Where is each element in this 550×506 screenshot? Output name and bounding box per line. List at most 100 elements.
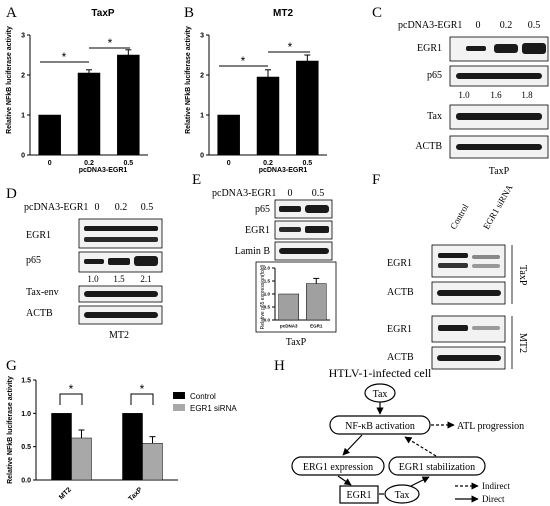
dose-label-c-1: 0 [476, 20, 481, 31]
band-c-egr1-1 [466, 46, 486, 51]
band-label-e-egr1: EGR1 [245, 225, 270, 236]
band-f-egr1-b-2 [472, 326, 500, 330]
y-tick-label-2: 1.0 [264, 292, 271, 297]
band-c-actb [456, 144, 542, 150]
x-tick-label-1: EGR1 [310, 324, 323, 329]
node-egr1-box [339, 485, 379, 504]
sig-star-b-2: * [288, 40, 293, 54]
y-tick-label-0: 0 [21, 152, 25, 159]
x-tick-label-1: 0.2 [263, 160, 273, 167]
panel-g: G Relative NFkB luciferase activity 0.00… [6, 358, 237, 503]
legend-direct-label: Direct [482, 494, 505, 504]
bar-0-1 [71, 437, 92, 481]
blot-box-f-egr1-a [431, 244, 506, 278]
panel-c: C pcDNA3-EGR1 0 0.2 0.5 EGR1 p65 1.0 1.6… [372, 5, 549, 177]
y-tick-label-3: 3 [200, 32, 204, 39]
y-tick-label-2: 2 [200, 72, 204, 79]
bar-1-0 [256, 76, 280, 156]
node-egr1-stab [388, 456, 486, 476]
y-tick-label-0: 0 [200, 152, 204, 159]
y-tick-label-2: 1.0 [21, 411, 31, 418]
y-tick-label-3: 1.5 [21, 377, 31, 384]
panel-label-a: A [6, 5, 17, 21]
band-label-d-egr1: EGR1 [26, 230, 51, 241]
arrow-nfkb-to-erg1 [342, 434, 363, 456]
band-c-egr1-2 [494, 44, 518, 53]
band-label-d-p65: p65 [26, 255, 41, 266]
band-e-laminb [279, 248, 329, 254]
sig-star-g-1: * [69, 382, 74, 396]
panel-b: B MT2 Relative NFkB luciferase activity … [184, 5, 327, 174]
node-erg1-expr-label: ERG1 expression [303, 462, 373, 473]
band-e-egr1-2 [305, 226, 329, 233]
bar-1-1 [142, 443, 163, 481]
y-tick-label-0: 0.0 [21, 477, 31, 484]
band-label-c-p65: p65 [427, 70, 442, 81]
arrow-tax-to-stab [410, 476, 430, 487]
x-tick-label-1: 0.2 [84, 160, 94, 167]
y-axis-label-e: Relative p65 expression(fold) [260, 264, 266, 329]
bar-1-0 [77, 72, 101, 156]
band-d-egr1-upper [84, 226, 158, 231]
quant-c-2: 1.6 [490, 90, 502, 100]
sig-bracket-g-2 [130, 393, 154, 405]
node-tax-bottom [384, 484, 420, 504]
cell-label-d: MT2 [109, 330, 129, 341]
bar-0-0 [51, 413, 72, 481]
legend-label-control: Control [190, 392, 216, 401]
x-tick-label-0: MT2 [58, 486, 73, 501]
legend-swatch-control [173, 392, 185, 399]
band-f-egr1-a-3 [472, 255, 500, 259]
dose-label-d-1: 0 [95, 202, 100, 213]
panel-e: E pcDNA3-EGR1 0 0.5 p65 EGR1 Lamin B Rel… [192, 172, 337, 348]
band-e-egr1-1 [279, 227, 301, 232]
legend-label-sirna: EGR1 siRNA [190, 404, 237, 413]
y-tick-label-1: 0.5 [21, 444, 31, 451]
y-tick-label-4: 2.0 [264, 266, 271, 271]
col-label-f-control: Control [448, 202, 471, 231]
panel-label-b: B [184, 5, 194, 21]
arrow-stab-to-nfkb [404, 436, 437, 457]
band-f-egr1-b-1 [438, 325, 468, 331]
band-label-e-p65: p65 [255, 204, 270, 215]
blot-box-e-egr1 [274, 220, 333, 240]
legend-indirect-label: Indirect [482, 481, 510, 491]
band-d-p65-1 [84, 259, 104, 264]
node-nfkb-label: NF-κB activation [345, 421, 415, 432]
band-c-p65 [456, 73, 542, 79]
band-d-taxenv [84, 291, 158, 297]
quant-c-1: 1.0 [458, 90, 470, 100]
cell-label-c: TaxP [489, 166, 510, 177]
band-label-c-egr1: EGR1 [417, 43, 442, 54]
y-tick-label-1: 0.5 [264, 305, 271, 310]
y-tick-label-3: 1.5 [264, 279, 271, 284]
sig-star-a-2: * [108, 36, 113, 50]
quant-c-3: 1.8 [521, 90, 533, 100]
legend-swatch-sirna [173, 404, 185, 411]
x-tick-label-0: 0 [227, 160, 231, 167]
cell-label-f-mt2: MT2 [517, 333, 528, 353]
sig-star-a-1: * [62, 50, 67, 64]
cell-label-f-taxp: TaxP [517, 265, 528, 286]
cell-label-e: TaxP [286, 337, 307, 348]
sig-star-b-1: * [241, 54, 246, 68]
bar-2-0 [296, 60, 319, 156]
panel-a: A TaxP Relative NFkB luciferase activity… [6, 5, 148, 174]
dose-label-d-2: 0.2 [115, 202, 128, 213]
panel-label-d: D [6, 186, 17, 202]
blot-box-d-egr1 [78, 218, 163, 249]
band-label-d-taxenv: Tax-env [26, 287, 59, 298]
panel-label-c: C [372, 5, 382, 21]
panel-label-f: F [372, 172, 380, 188]
col-label-f-sirna: EGR1 siRNA [481, 182, 515, 231]
chart-title-a: TaxP [91, 8, 114, 19]
node-erg1-expr [291, 456, 385, 476]
band-label-f-egr1-a: EGR1 [387, 258, 412, 269]
node-tax-top-label: Tax [373, 389, 388, 400]
blot-header-d: pcDNA3-EGR1 [24, 202, 88, 213]
x-tick-label-2: 0.5 [302, 160, 312, 167]
panel-f: F Control EGR1 siRNA EGR1 ACTB TaxP EGR1… [372, 172, 528, 370]
